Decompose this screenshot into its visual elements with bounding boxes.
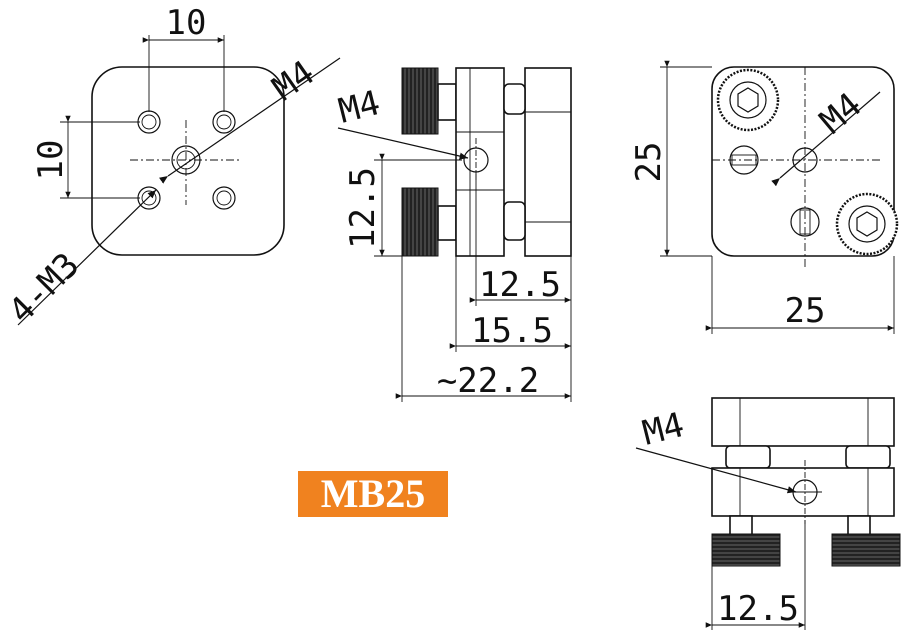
bottom-top-plate — [711, 397, 895, 447]
side-main-block — [455, 67, 505, 257]
side-rear-block — [524, 67, 572, 257]
front-view: 10 10 M4 4-M3 — [1, 3, 341, 331]
side-dim-b-label: 15.5 — [471, 311, 553, 351]
socket-screw — [716, 68, 780, 132]
knurled-knob — [831, 533, 901, 567]
bottom-view: M4 12.5 — [635, 397, 901, 630]
rear-view: M4 25 25 — [629, 60, 899, 334]
front-plate-outline — [91, 66, 285, 256]
knurled-knob — [711, 533, 781, 567]
dim-top-label: 10 — [166, 3, 207, 43]
knurled-knob — [401, 187, 439, 257]
dim-left-label: 10 — [31, 140, 71, 181]
bottom-thread-label: M4 — [639, 405, 688, 454]
side-view: M4 12.5 12.5 15.5 ~22.2 — [335, 67, 572, 402]
mounting-hole — [212, 186, 236, 210]
rear-height-label: 25 — [629, 142, 669, 183]
bottom-width-label: 12.5 — [717, 589, 799, 629]
knurled-knob — [401, 67, 439, 135]
side-thread-label: M4 — [335, 83, 384, 132]
rear-width-label: 25 — [785, 291, 826, 331]
socket-screw — [835, 192, 899, 256]
holes-label: 4-M3 — [1, 245, 87, 331]
model-label: MB25 — [298, 471, 448, 517]
side-height-label: 12.5 — [343, 167, 383, 249]
side-dim-a-label: 12.5 — [479, 265, 561, 305]
side-dim-c-label: ~22.2 — [437, 361, 539, 401]
